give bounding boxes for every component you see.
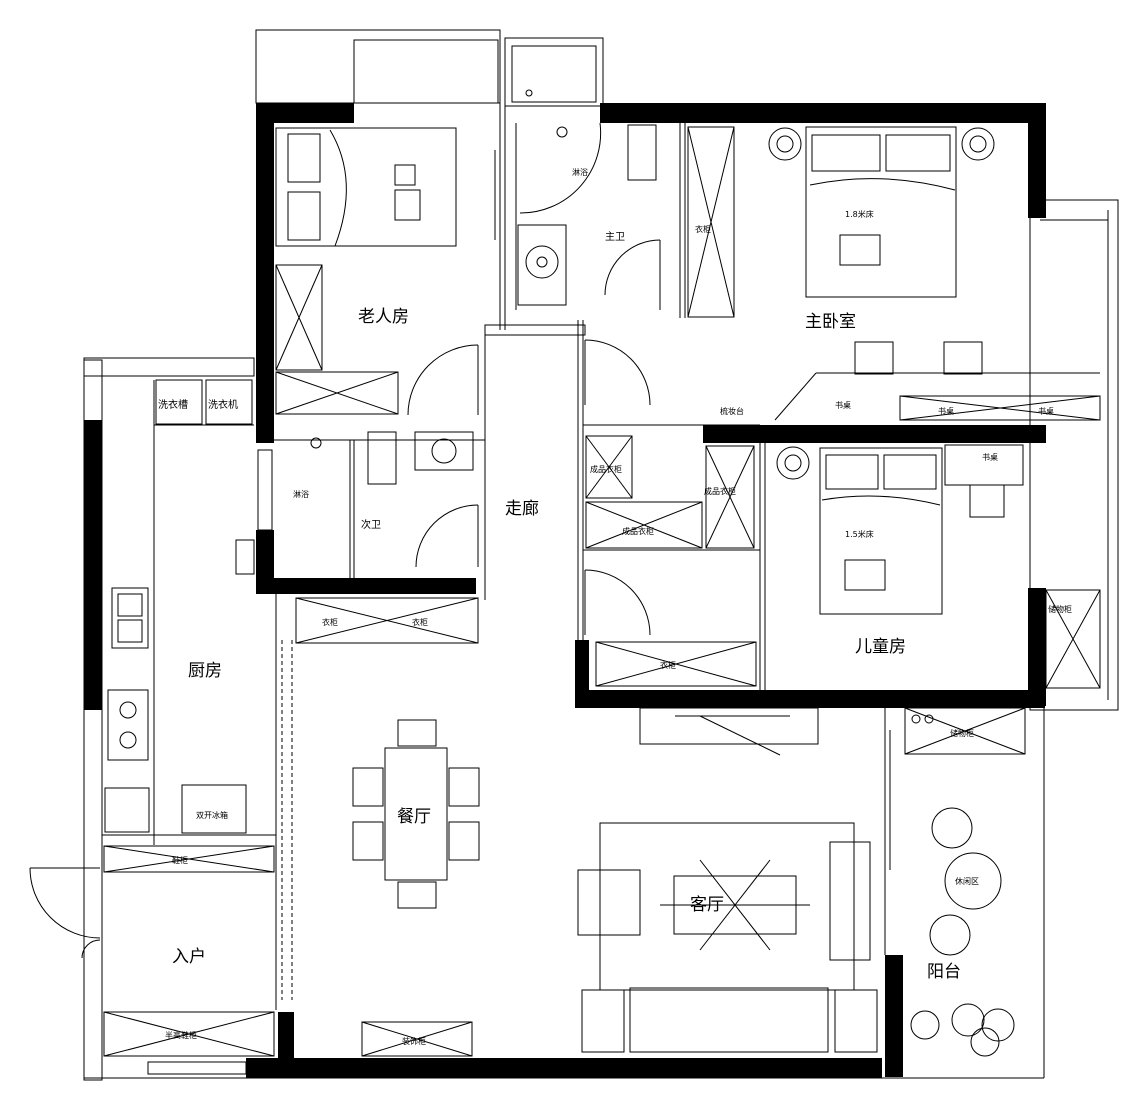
- label-fridge: 双开冰箱: [196, 810, 228, 820]
- balcony-table: [944, 852, 1002, 910]
- label-half-shoe: 半高鞋柜: [165, 1030, 197, 1040]
- label-entry: 入户: [172, 947, 206, 967]
- master-bed: [805, 126, 957, 298]
- label-shower2: 淋浴: [572, 167, 588, 177]
- label-corridor: 走廊: [505, 499, 539, 519]
- kids-bed: [819, 447, 943, 615]
- toilet-1: [367, 431, 397, 485]
- furniture: [104, 124, 1024, 1057]
- label-linen1: 成品衣柜: [590, 464, 622, 474]
- label-kids: 儿童房: [855, 637, 906, 657]
- dining-table: [384, 747, 448, 881]
- label-linen3: 成品衣柜: [704, 486, 736, 496]
- label-shoe: 鞋柜: [172, 855, 188, 865]
- label-leisure: 休闲区: [955, 876, 979, 886]
- room-labels: 老人房 主卧室 走廊 厨房 儿童房 餐厅 客厅 入户 阳台 次卫 主卫: [172, 231, 961, 982]
- partitions: [102, 103, 1100, 1010]
- plant-2: [951, 1003, 985, 1037]
- label-bed-kids: 1.5米床: [845, 529, 874, 539]
- doors: [29, 122, 661, 959]
- label-shower1: 淋浴: [293, 489, 309, 499]
- label-dining: 餐厅: [397, 807, 431, 827]
- label-master-bath: 主卫: [605, 231, 625, 243]
- kitchen-sink: [111, 587, 149, 649]
- armchair-left: [577, 869, 641, 936]
- label-wardrobe2: 衣柜: [322, 617, 338, 627]
- label-storage2: 储物柜: [950, 728, 974, 738]
- plant-3: [981, 1008, 1015, 1042]
- label-public-bath: 次卫: [361, 518, 381, 531]
- stove: [107, 689, 149, 761]
- plant-1: [910, 1010, 940, 1040]
- washing-machine: [205, 379, 253, 425]
- windows: [147, 449, 1101, 1075]
- label-wardrobe1: 衣柜: [695, 224, 711, 234]
- sofa: [629, 987, 829, 1053]
- label-master: 主卧室: [805, 312, 856, 332]
- label-living: 客厅: [690, 895, 724, 915]
- label-washer1: 洗衣槽: [158, 398, 188, 411]
- elderly-bed: [275, 127, 457, 247]
- label-sideboard: 装饰柜: [402, 1036, 426, 1046]
- label-kitchen: 厨房: [188, 661, 222, 681]
- label-wardrobe3: 衣柜: [412, 617, 428, 627]
- label-desk3: 书桌: [1038, 406, 1054, 416]
- balcony-chair-1: [931, 807, 973, 849]
- living-rug: [599, 822, 855, 991]
- label-elderly: 老人房: [358, 307, 409, 327]
- label-linen2: 成品衣柜: [622, 526, 654, 536]
- outer-envelope: [83, 29, 1119, 1081]
- toilet-2: [627, 124, 657, 181]
- label-desk2: 书桌: [938, 406, 954, 416]
- label-dresser: 梳妆台: [720, 406, 744, 416]
- armchair-right: [829, 841, 871, 961]
- cabinets: [103, 126, 1101, 1057]
- label-balcony: 阳台: [927, 962, 961, 982]
- wash-sink: [155, 379, 203, 425]
- label-washer2: 洗衣机: [208, 398, 238, 411]
- label-wardrobe4: 衣柜: [660, 660, 676, 670]
- fridge: [181, 784, 247, 834]
- label-bed-master: 1.8米床: [845, 209, 874, 219]
- furniture-labels: 淋浴 淋浴 洗衣槽 洗衣机 1.8米床 1.5米床 书桌 书桌 书桌 书桌 梳妆…: [158, 167, 1072, 1046]
- label-storage1: 储物柜: [1048, 604, 1072, 614]
- label-desk1: 书桌: [835, 400, 851, 410]
- walls: [84, 103, 1046, 1078]
- balcony-chair-2: [929, 914, 971, 956]
- label-desk4: 书桌: [982, 452, 998, 462]
- plant-4: [970, 1027, 1000, 1057]
